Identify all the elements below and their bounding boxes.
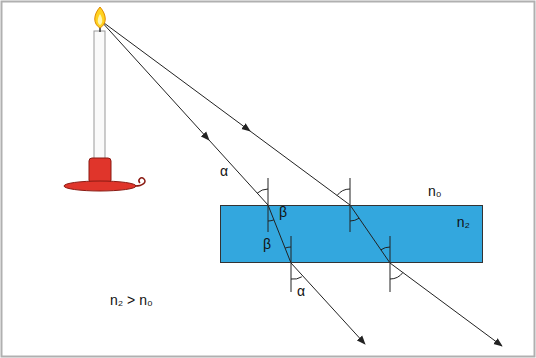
index-label: n₂ > n₀: [110, 292, 153, 308]
label-holder: n₀: [428, 183, 442, 199]
index-label: n₀: [428, 183, 442, 199]
label-holder: α: [297, 283, 305, 299]
label-holder: β: [263, 236, 271, 252]
normals: [268, 178, 390, 292]
label-holder: α: [220, 163, 228, 179]
angle-label: α: [297, 283, 305, 299]
angle-label: β: [279, 204, 287, 220]
angle-arcs: [257, 189, 403, 279]
label-holder: β: [279, 204, 287, 220]
glass-slab: n₂: [220, 205, 483, 263]
glass-slab-fill: [220, 205, 483, 263]
candle: [64, 7, 145, 191]
angle-label: α: [220, 163, 228, 179]
light-rays: [100, 20, 502, 346]
label-holder: n₂ > n₀: [110, 292, 153, 308]
angle-label: β: [263, 236, 271, 252]
medium-index: n₂: [221, 214, 470, 230]
